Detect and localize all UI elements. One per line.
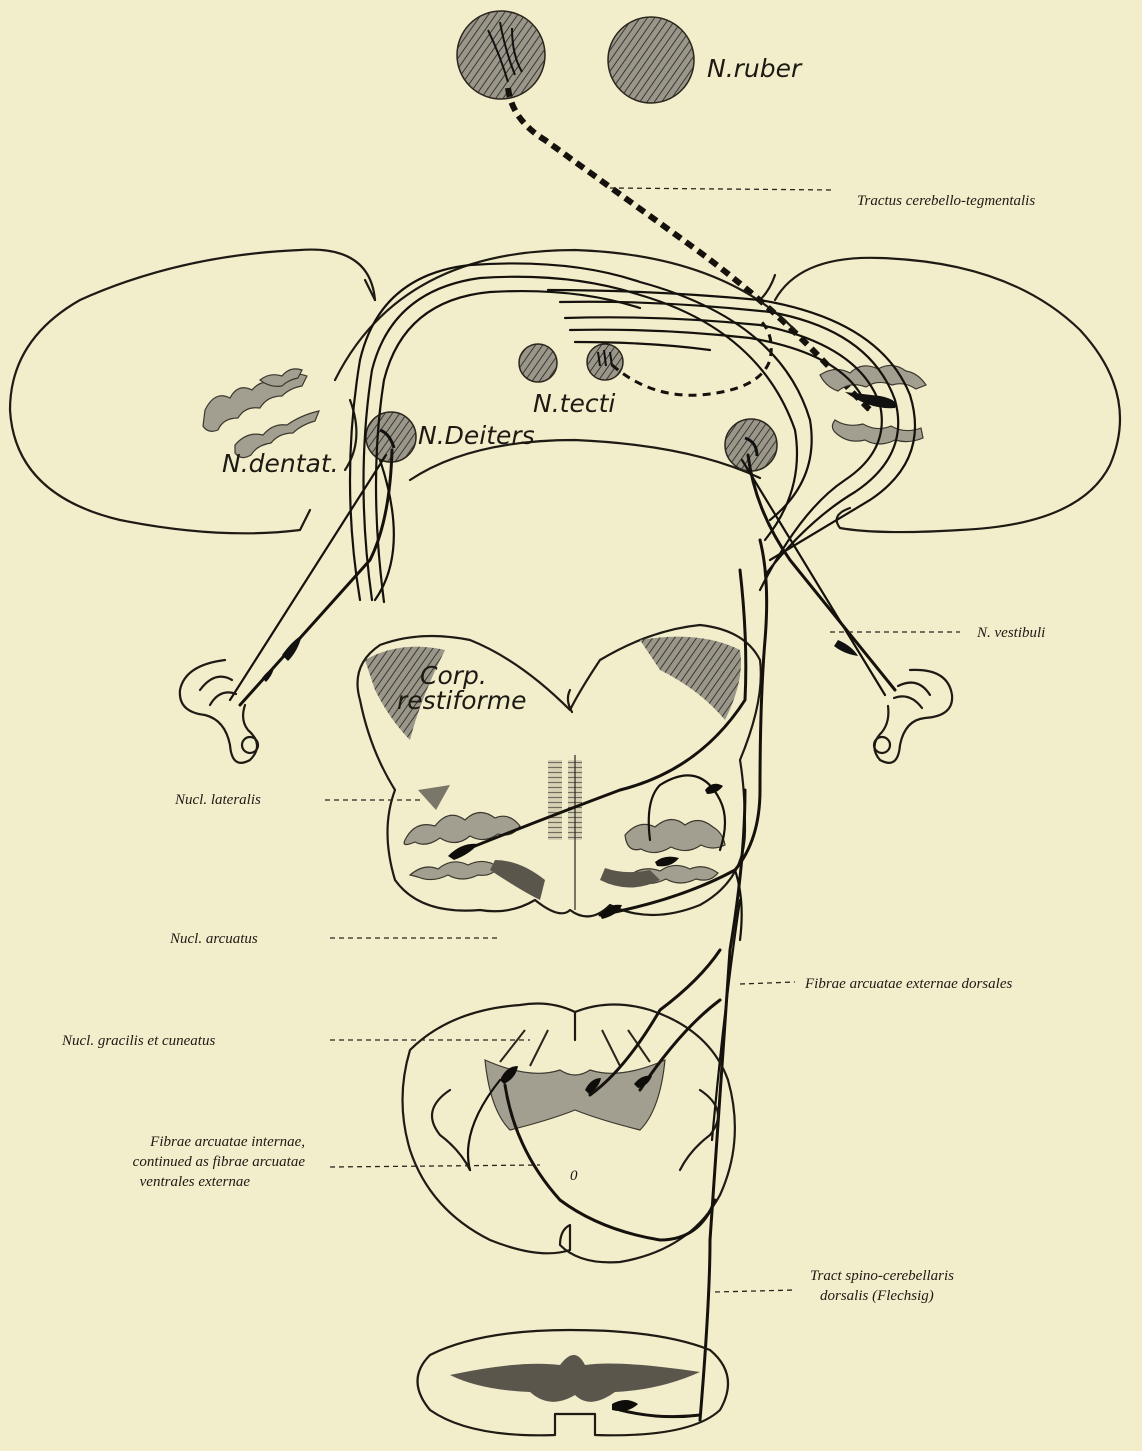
label-tract-spino-cerebellaris-2: dorsalis (Flechsig) [820,1288,934,1304]
spinal-cord-lower-section [418,1330,729,1435]
vestibular-nerves [230,450,895,705]
inferior-olive-right [625,819,725,852]
label-nucl-gracilis-et-cuneatus: Nucl. gracilis et cuneatus [61,1033,215,1049]
label-tract-spino-cerebellaris-1: Tract spino-cerebellaris [810,1268,954,1284]
label-n-deiters: N.Deiters [418,421,535,450]
nucleus-dentatus-left [203,369,319,458]
label-corp-restiforme-2: restiforme [397,686,527,715]
label-n-vestibuli: N. vestibuli [976,625,1045,641]
nucleus-lateralis [418,785,450,810]
nucleus-arcuatus [490,860,545,900]
nucleus-tecti [519,344,623,382]
nucleus-deiters-right [725,419,777,471]
label-n-ruber: N.ruber [707,54,803,83]
label-n-dentat: N.dentat. [222,449,339,478]
label-fibrae-arcuatae-internae-3: ventrales externae [140,1174,251,1190]
medulla-section [358,625,761,916]
cerebellar-hemisphere-right [775,258,1120,532]
label-nucl-arcuatus: Nucl. arcuatus [169,931,258,947]
label-n-tecti: N.tecti [533,389,615,418]
label-tractus-cerebello-tegmentalis: Tractus cerebello-tegmentalis [857,193,1035,209]
spinal-cord-upper-section: 0 [403,950,735,1262]
central-canal-mark: 0 [570,1168,578,1184]
dentate-cell-right [845,392,896,408]
label-fibrae-arcuatae-externae-dorsales: Fibrae arcuatae externae dorsales [804,976,1012,992]
cerebellar-hemisphere-left [10,250,375,534]
nucleus-ruber-right [608,17,694,103]
inferior-olive-left [404,812,520,844]
nucleus-ruber [457,11,694,103]
tractus-cerebello-tegmentalis [508,88,870,410]
nucleus-tecti-left [519,344,557,382]
label-fibrae-arcuatae-internae-1: Fibrae arcuatae internae, [149,1134,305,1150]
label-nucl-lateralis: Nucl. lateralis [174,792,261,808]
inner-ear-right [874,670,952,763]
spinal-cord-upper-outline [403,1004,735,1263]
label-fibrae-arcuatae-internae-2: continued as fibrae arcuatae [133,1154,306,1170]
